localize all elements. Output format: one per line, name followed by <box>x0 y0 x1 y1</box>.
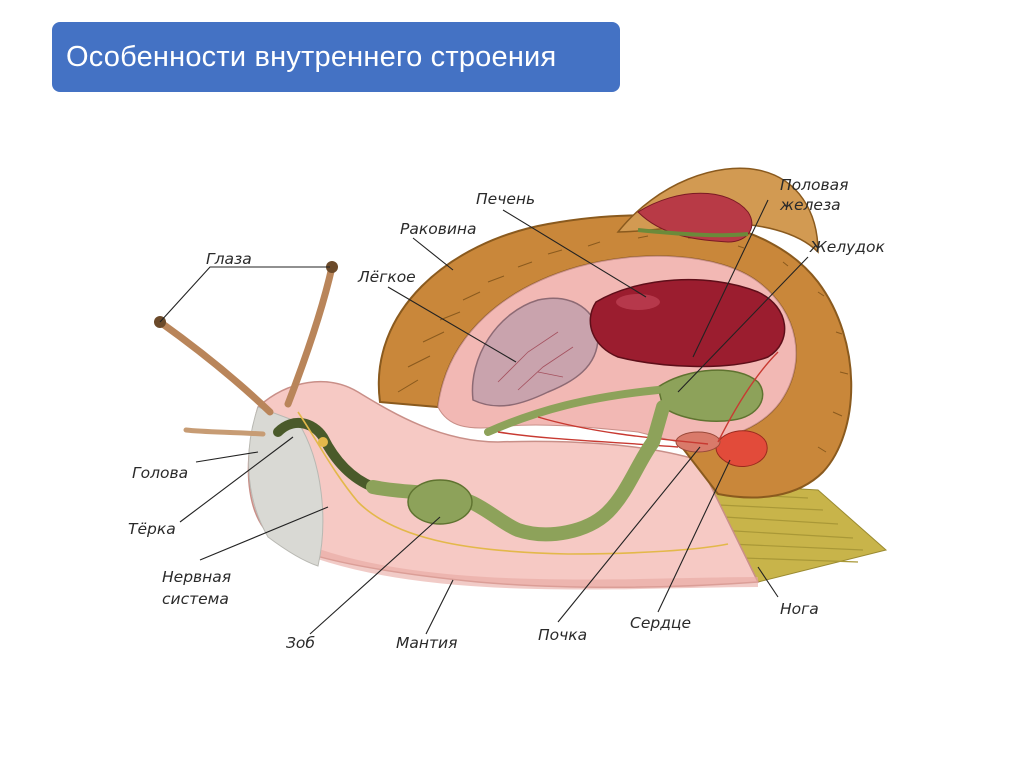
leader-radula <box>179 436 294 523</box>
leader-lung <box>387 286 517 363</box>
snail-anatomy-figure: Глаза Раковина Печень Половая железа Жел… <box>118 142 958 662</box>
label-nervous-line2: система <box>162 590 229 608</box>
head-region <box>248 406 324 567</box>
crop-sac <box>407 479 473 525</box>
snail-anatomy-svg: Глаза Раковина Печень Половая железа Жел… <box>128 167 888 652</box>
label-radula: Тёрка <box>128 520 176 538</box>
label-liver: Печень <box>476 190 535 208</box>
label-kidney: Почка <box>538 626 587 644</box>
heart <box>715 430 768 468</box>
label-stomach: Желудок <box>809 238 886 256</box>
leader-eyes <box>159 266 330 323</box>
leader-stomach <box>677 256 809 393</box>
mantle-edge <box>285 537 759 590</box>
nervous-system <box>297 411 729 555</box>
lung-veins <box>497 331 574 391</box>
label-mantle: Мантия <box>396 634 457 652</box>
label-eyes: Глаза <box>206 250 252 268</box>
ganglion <box>318 437 328 447</box>
kidney <box>675 431 721 453</box>
label-heart: Сердце <box>630 614 691 632</box>
slide-title-box: Особенности внутреннего строения <box>52 22 620 92</box>
leader-mantle <box>425 579 454 635</box>
eye-tentacle-right <box>284 263 336 408</box>
label-shell: Раковина <box>400 220 477 238</box>
label-head: Голова <box>132 464 188 482</box>
label-gonad-line2: железа <box>779 196 841 214</box>
leader-kidney <box>557 446 701 623</box>
gonad-duct <box>637 228 749 238</box>
eye-tentacle-left <box>156 318 274 416</box>
eye-right <box>326 261 338 273</box>
leader-heart <box>657 459 731 613</box>
label-lung: Лёгкое <box>357 268 416 286</box>
leader-shell <box>412 237 454 271</box>
stomach <box>657 369 764 422</box>
leader-liver <box>502 209 647 298</box>
slide-title: Особенности внутреннего строения <box>66 40 557 73</box>
lower-tentacle <box>183 427 266 437</box>
intestine <box>484 386 662 436</box>
leader-gonad <box>692 199 769 358</box>
leader-head <box>195 451 259 463</box>
leader-crop <box>309 516 441 635</box>
liver <box>589 278 786 368</box>
label-crop: Зоб <box>286 634 315 652</box>
label-gonad-line1: Половая <box>780 176 849 194</box>
leader-foot <box>757 566 779 598</box>
liver-highlight <box>616 294 660 310</box>
label-foot: Нога <box>780 600 819 618</box>
leader-nervous <box>199 506 329 561</box>
label-nervous-line1: Нервная <box>162 568 231 586</box>
